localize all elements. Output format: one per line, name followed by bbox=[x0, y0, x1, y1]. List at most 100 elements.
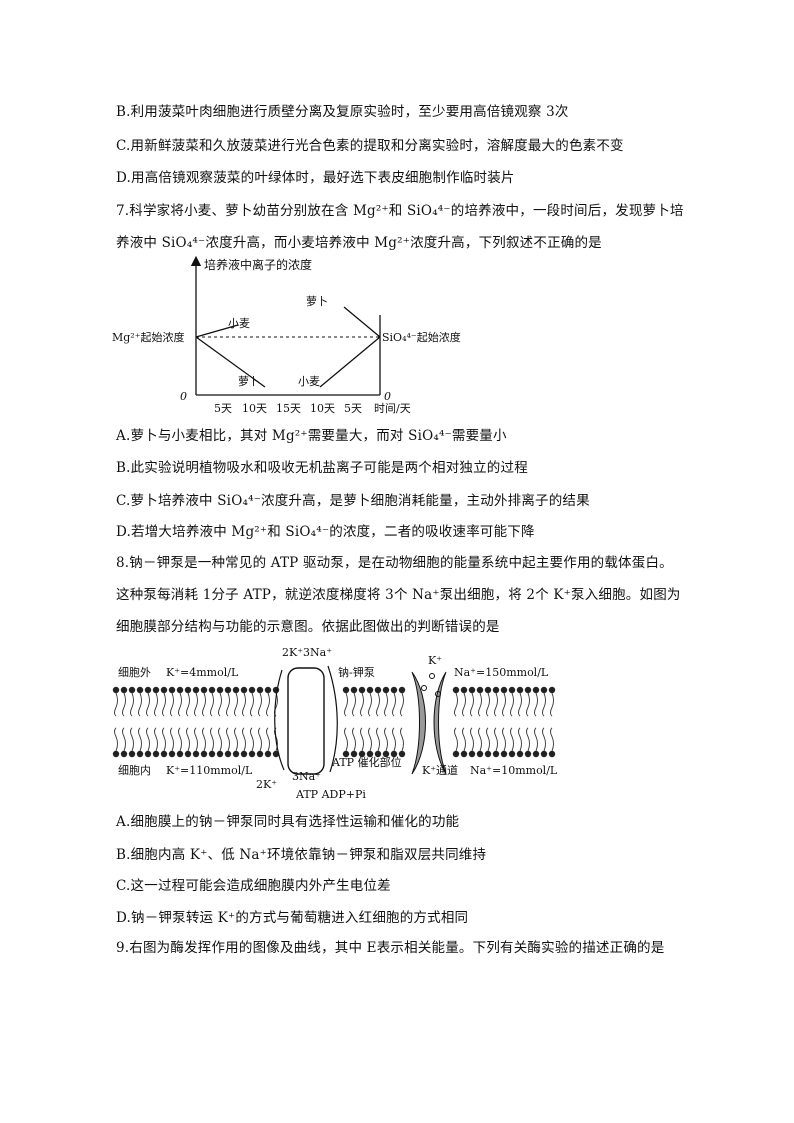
lipid-head bbox=[500, 750, 508, 758]
lipid-tail bbox=[202, 727, 206, 752]
lipid-tail bbox=[178, 727, 182, 752]
x-tick-2: 15天 bbox=[276, 402, 301, 415]
q8-option-d: D.钠－钾泵转运 K⁺的方式与葡萄糖进入红细胞的方式相同 bbox=[116, 910, 469, 926]
lipid-head bbox=[176, 750, 184, 758]
lipid-tail bbox=[266, 692, 270, 717]
lipid-tail bbox=[550, 727, 554, 752]
lipid-tail bbox=[266, 727, 270, 752]
atp-equation: ATP ADP+Pi bbox=[295, 788, 366, 801]
series-radish-si bbox=[343, 306, 381, 338]
lipid-head bbox=[452, 686, 460, 694]
lipid-tail bbox=[218, 727, 222, 752]
q8-membrane-diagram: 细胞外 K⁺=4mmol/L 2K⁺3Na⁺ 钠-钾泵 K⁺ Na⁺=150mm… bbox=[112, 646, 558, 801]
series-label-radish-si: 萝卜 bbox=[306, 295, 328, 308]
lipid-head bbox=[382, 686, 390, 694]
lipid-head bbox=[350, 750, 358, 758]
lipid-head bbox=[144, 686, 152, 694]
lipid-tail bbox=[130, 692, 134, 717]
lipid-head bbox=[460, 750, 468, 758]
lipid-head bbox=[232, 750, 240, 758]
q8-stem-line3: 细胞膜部分结构与功能的示意图。依据此图做出的判断错误的是 bbox=[116, 619, 500, 635]
q8-option-b: B.细胞内高 K⁺、低 Na⁺环境依靠钠－钾泵和脂双层共同维持 bbox=[116, 847, 487, 863]
lipid-head bbox=[524, 750, 532, 758]
lipid-head bbox=[508, 750, 516, 758]
lipid-head bbox=[468, 750, 476, 758]
lipid-head bbox=[120, 686, 128, 694]
lipid-tail bbox=[470, 727, 474, 752]
lipid-head bbox=[208, 686, 216, 694]
lipid-tail bbox=[114, 727, 118, 752]
lipid-tail bbox=[376, 692, 380, 717]
q8-stem-line2: 这种泵每消耗 1分子 ATP，就逆浓度梯度将 3个 Na⁺泵出细胞，将 2个 K… bbox=[116, 587, 681, 603]
lipid-head bbox=[224, 750, 232, 758]
pump-k-bottom: 2K⁺ bbox=[256, 778, 277, 791]
lipid-head bbox=[256, 686, 264, 694]
lipid-tail bbox=[478, 692, 482, 717]
lipid-head bbox=[540, 686, 548, 694]
lipid-tail bbox=[226, 727, 230, 752]
k-outside-label: K⁺=4mmol/L bbox=[166, 666, 239, 679]
q8-option-a: A.细胞膜上的钠－钾泵同时具有选择性运输和催化的功能 bbox=[116, 814, 460, 830]
outside-label: 细胞外 bbox=[118, 666, 151, 679]
lipid-tail bbox=[526, 692, 530, 717]
lipid-tail bbox=[486, 727, 490, 752]
lipid-tail bbox=[138, 692, 142, 717]
q7-stem-line2: 养液中 SiO₄⁴⁻浓度升高，而小麦培养液中 Mg²⁺浓度升高，下列叙述不正确的… bbox=[116, 235, 602, 251]
lipid-tail bbox=[162, 727, 166, 752]
q8-option-c: C.这一过程可能会造成细胞膜内外产生电位差 bbox=[116, 878, 391, 894]
lipid-head bbox=[272, 686, 280, 694]
lipid-tail bbox=[162, 692, 166, 717]
lipid-tail bbox=[344, 727, 348, 752]
lipid-head bbox=[184, 750, 192, 758]
lipid-head bbox=[224, 686, 232, 694]
lipid-head bbox=[358, 686, 366, 694]
lipid-tail bbox=[250, 727, 254, 752]
lipid-head bbox=[240, 686, 248, 694]
lipid-tail bbox=[250, 692, 254, 717]
lipid-head bbox=[476, 686, 484, 694]
lipid-tail bbox=[352, 692, 356, 717]
lipid-head bbox=[492, 750, 500, 758]
lipid-tail bbox=[462, 692, 466, 717]
lipid-head bbox=[484, 686, 492, 694]
lipid-head bbox=[264, 686, 272, 694]
q7-option-c: C.萝卜培养液中 SiO₄⁴⁻浓度升高，是萝卜细胞消耗能量，主动外排离子的结果 bbox=[116, 493, 590, 509]
lipid-head bbox=[152, 750, 160, 758]
lipid-head bbox=[468, 686, 476, 694]
lipid-head bbox=[374, 750, 382, 758]
origin-right: 0 bbox=[384, 390, 391, 403]
lipid-head bbox=[390, 750, 398, 758]
lipid-tail bbox=[146, 692, 150, 717]
lipid-tail bbox=[534, 692, 538, 717]
lipid-head bbox=[160, 750, 168, 758]
lipid-head bbox=[136, 686, 144, 694]
na-out-arrow bbox=[327, 665, 338, 773]
lipid-tail bbox=[518, 692, 522, 717]
lipid-head bbox=[264, 750, 272, 758]
lipid-head bbox=[120, 750, 128, 758]
lipid-head bbox=[476, 750, 484, 758]
lipid-tail bbox=[258, 692, 262, 717]
lipid-head bbox=[256, 750, 264, 758]
k-channel-right bbox=[433, 671, 447, 775]
lipid-tail bbox=[542, 692, 546, 717]
lipid-head bbox=[548, 750, 556, 758]
lipid-tail bbox=[344, 692, 348, 717]
q7-option-a: A.萝卜与小麦相比，其对 Mg²⁺需要量大，而对 SiO₄⁴⁻需要量小 bbox=[116, 428, 507, 444]
lipid-head bbox=[358, 750, 366, 758]
lipid-head bbox=[152, 686, 160, 694]
lipid-head bbox=[192, 686, 200, 694]
lipid-head bbox=[216, 686, 224, 694]
x-axis-label: 时间/天 bbox=[374, 402, 411, 415]
q6-option-b: B.利用菠菜叶肉细胞进行质壁分离及复原实验时，至少要用高倍镜观察 3次 bbox=[116, 104, 569, 120]
inside-label: 细胞内 bbox=[118, 763, 151, 777]
lipid-tail bbox=[376, 727, 380, 752]
lipid-head bbox=[160, 686, 168, 694]
lipid-tail bbox=[368, 692, 372, 717]
na-inside-label: Na⁺=10mmol/L bbox=[470, 764, 558, 777]
left-axis-label: Mg²⁺起始浓度 bbox=[112, 330, 185, 344]
lipid-tail bbox=[368, 727, 372, 752]
lipid-tail bbox=[526, 727, 530, 752]
series-radish-mg bbox=[195, 336, 266, 388]
k-in-arrow bbox=[274, 669, 285, 771]
